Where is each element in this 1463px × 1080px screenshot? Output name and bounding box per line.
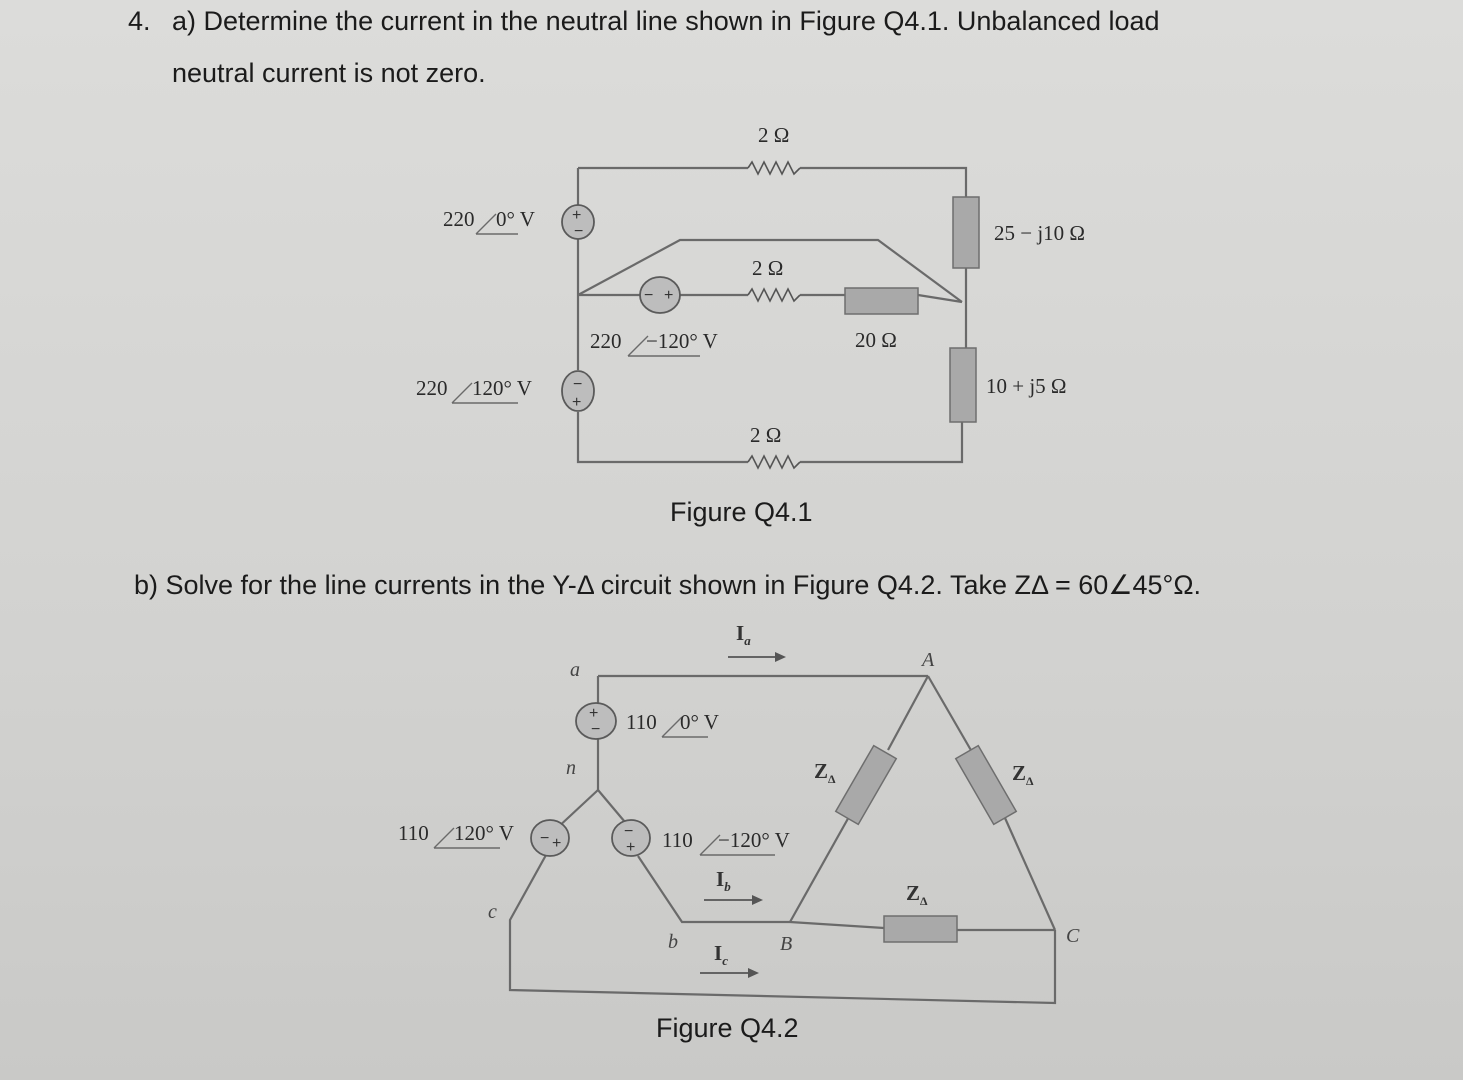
node-a-label: a: [570, 659, 580, 681]
resistor-bot-2ohm: [747, 454, 801, 470]
svg-text:+: +: [664, 287, 673, 304]
figure-q4-2-caption: Figure Q4.2: [656, 1013, 799, 1043]
node-b-label: b: [668, 931, 678, 953]
label-z-bot: 10 + j5 Ω: [986, 374, 1067, 398]
resistor-mid-2ohm: [747, 287, 801, 303]
label-src-bot-mag: 220: [416, 376, 448, 400]
label-src-mid-mag: 220: [590, 329, 622, 353]
z-delta-box-AB: [834, 744, 898, 826]
label-r-mid: 2 Ω: [752, 256, 783, 280]
wire-bot-right: [800, 422, 964, 464]
label-src-top-mag: 220: [443, 207, 475, 231]
svg-text:+: +: [552, 835, 561, 852]
figure-q4-1-caption: Figure Q4.1: [670, 497, 813, 527]
label-src-bot-ang: 120° V: [472, 376, 532, 400]
current-Ia-arrowhead: [775, 652, 786, 662]
svg-text:−: −: [540, 830, 549, 847]
current-Ic-label: Ic: [714, 941, 728, 968]
angle-symbol-top: [475, 213, 518, 235]
resistor-20ohm-box: [844, 287, 919, 315]
wire-delta-box1-to-A: [887, 675, 929, 751]
svg-text:−: −: [574, 223, 583, 240]
wire-delta-B-to-box3: [789, 920, 885, 930]
z-delta-label-AC: ZΔ: [1012, 761, 1034, 788]
wire-mid-right: [917, 293, 963, 304]
source-c-icon: [530, 819, 570, 857]
source-bot-icon: [561, 370, 595, 412]
node-c-label: c: [488, 901, 497, 923]
z-delta-box-BC: [883, 915, 958, 943]
svg-text:+: +: [572, 394, 581, 411]
wire-delta-B-to-box1: [789, 814, 851, 923]
wire-left-bot: [576, 412, 748, 464]
svg-text:−: −: [573, 376, 582, 393]
label-src-b-ang: −120° V: [718, 828, 790, 852]
source-mid-icon: [639, 276, 681, 314]
current-Ib-arrowhead: [752, 895, 763, 905]
node-B-label: B: [780, 933, 792, 955]
angle-symbol-c: [433, 827, 500, 849]
wire-line-b: [637, 855, 790, 924]
label-src-mid-ang: −120° V: [646, 329, 718, 353]
svg-text:−: −: [644, 287, 653, 304]
node-A-label: A: [920, 649, 935, 671]
label-src-top-ang: 0° V: [496, 207, 535, 231]
wire-top-b: [800, 166, 968, 197]
wire-neutral-trapezoid: [577, 238, 963, 303]
impedance-25-j10-box: [952, 196, 980, 269]
label-src-a-mag: 110: [626, 710, 657, 734]
angle-symbol-bot: [451, 382, 518, 404]
part-a-line2: neutral current is not zero.: [172, 58, 486, 88]
wire-delta-A-to-box2: [927, 675, 973, 753]
part-a-line1: a) Determine the current in the neutral …: [172, 6, 1160, 36]
label-src-b-mag: 110: [662, 828, 693, 852]
node-n-label: n: [566, 757, 576, 779]
part-b-text: b) Solve for the line currents in the Y-…: [134, 570, 1202, 600]
z-delta-label-BC: ZΔ: [906, 881, 928, 908]
angle-symbol-b: [699, 834, 775, 856]
z-delta-label-AB: ZΔ: [814, 759, 836, 786]
impedance-10-j5-box: [949, 347, 977, 423]
label-r-20: 20 Ω: [855, 328, 897, 352]
current-Ib-label: Ib: [716, 867, 731, 894]
label-z-top: 25 − j10 Ω: [994, 221, 1085, 245]
source-a-icon: [575, 702, 617, 740]
source-b-icon: [611, 819, 651, 857]
label-src-c-mag: 110: [398, 821, 429, 845]
label-src-a-ang: 0° V: [680, 710, 719, 734]
svg-text:−: −: [624, 823, 633, 840]
label-r-bot: 2 Ω: [750, 423, 781, 447]
node-C-label: C: [1066, 925, 1080, 947]
current-Ia-label: Ia: [736, 621, 751, 648]
label-r-top: 2 Ω: [758, 123, 789, 147]
question-number: 4.: [128, 6, 151, 36]
wire-line-c: [508, 854, 1057, 1005]
svg-text:+: +: [626, 839, 635, 856]
angle-symbol-mid: [627, 335, 700, 357]
wire-delta-box2-to-C: [1003, 817, 1057, 931]
current-Ic-arrowhead: [748, 968, 759, 978]
label-src-c-ang: 120° V: [454, 821, 514, 845]
source-top-icon: [561, 204, 595, 240]
resistor-top-2ohm: [747, 160, 801, 176]
svg-text:+: +: [572, 207, 581, 224]
z-delta-box-AC: [954, 744, 1018, 826]
svg-text:+: +: [589, 705, 598, 722]
angle-symbol-a: [661, 716, 708, 738]
svg-text:−: −: [591, 721, 600, 738]
